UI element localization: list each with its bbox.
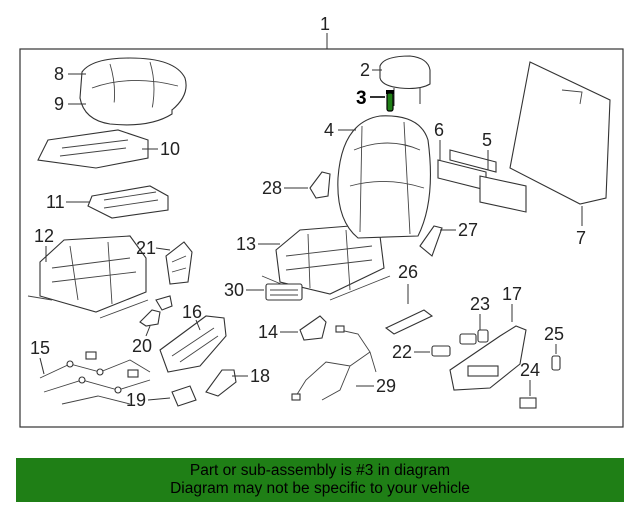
callout-24: 24 xyxy=(520,360,540,380)
callout-20: 20 xyxy=(132,336,152,356)
callout-9: 9 xyxy=(54,94,64,114)
part-28-bracket xyxy=(309,171,331,199)
callout-7: 7 xyxy=(576,228,586,248)
callout-22: 22 xyxy=(392,342,412,362)
callout-19: 19 xyxy=(126,390,146,410)
callout-21: 21 xyxy=(136,238,156,258)
callout-10: 10 xyxy=(160,139,180,159)
callout-2: 2 xyxy=(360,60,370,80)
part-29-harness xyxy=(291,325,377,401)
callout-27: 27 xyxy=(458,220,478,240)
info-banner: Part or sub-assembly is #3 in diagram Di… xyxy=(16,458,624,502)
callout-11: 11 xyxy=(46,192,65,212)
callout-16-leader xyxy=(195,319,201,331)
callout-5: 5 xyxy=(482,130,492,150)
callout-30: 30 xyxy=(224,280,244,300)
callout-25: 25 xyxy=(544,324,564,344)
part-2-headrest xyxy=(379,55,431,106)
part-23-knob xyxy=(459,329,489,345)
part-22-switch xyxy=(431,345,451,357)
part-21-bracket xyxy=(165,241,193,285)
callout-13: 13 xyxy=(236,234,256,254)
callout-19-leader xyxy=(147,397,171,401)
callout-23: 23 xyxy=(470,294,490,314)
callout-8: 8 xyxy=(54,64,64,84)
part-13-track xyxy=(261,225,391,301)
callout-12: 12 xyxy=(34,226,54,246)
callout-3: 3 xyxy=(356,88,367,109)
callout-1: 1 xyxy=(320,14,330,34)
part-3-headrest-guide xyxy=(386,90,394,112)
callout-15-leader xyxy=(39,357,45,375)
part-27-strip xyxy=(419,225,443,257)
part-8-9-cushion xyxy=(79,57,187,126)
part-11-heater xyxy=(87,185,169,219)
callout-20-leader xyxy=(145,325,151,337)
banner-line-2: Diagram may not be specific to your vehi… xyxy=(170,480,470,497)
part-16-trim xyxy=(159,315,227,373)
part-12-cushion-frame xyxy=(27,235,149,319)
callout-6: 6 xyxy=(434,120,444,140)
part-26-trim xyxy=(384,309,434,335)
part-10-heater xyxy=(37,129,149,169)
callout-28: 28 xyxy=(262,178,282,198)
part-25-clip xyxy=(551,355,561,371)
callout-29: 29 xyxy=(376,376,396,396)
callout-14: 14 xyxy=(258,322,278,342)
diagram-frame xyxy=(19,48,624,428)
part-17-shield xyxy=(449,325,527,391)
part-7-back-panel xyxy=(509,61,611,205)
part-18-cover xyxy=(205,369,237,397)
callout-16: 16 xyxy=(182,302,202,322)
callout-26: 26 xyxy=(398,262,418,282)
part-14-bracket xyxy=(299,315,327,341)
part-5-board xyxy=(479,175,527,213)
part-19-cover xyxy=(171,385,197,407)
callout-18: 18 xyxy=(250,366,270,386)
banner-line-1: Part or sub-assembly is #3 in diagram xyxy=(189,462,451,479)
parts-diagram: 1 8 9 10 11 12 21 20 xyxy=(19,14,624,428)
callout-15: 15 xyxy=(30,338,50,358)
callout-4: 4 xyxy=(324,120,334,140)
part-15-harness xyxy=(39,351,151,405)
callout-21-leader xyxy=(155,247,171,251)
part-24-clip xyxy=(519,397,537,409)
callout-17: 17 xyxy=(502,284,522,304)
part-20-clip xyxy=(139,295,173,327)
part-4-seatback xyxy=(337,115,432,239)
part-30-module xyxy=(265,283,303,301)
